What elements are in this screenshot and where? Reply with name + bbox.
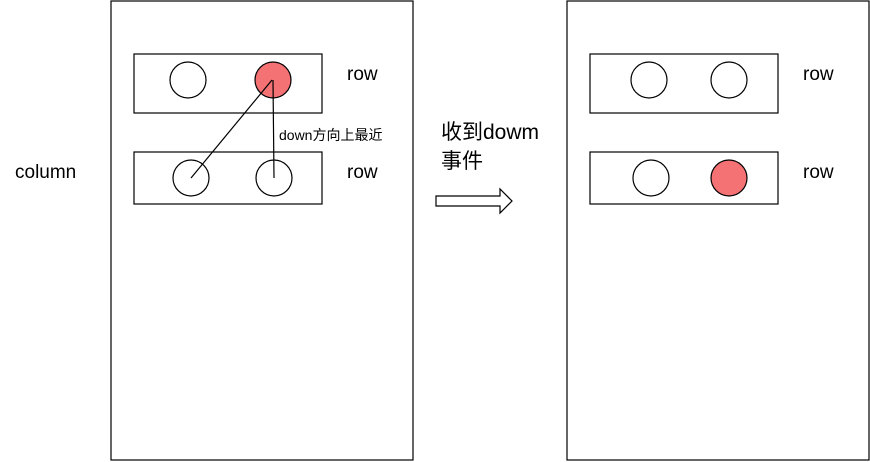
right-row2-item2-focused-circle [710, 159, 748, 197]
left-column-frame [110, 0, 414, 461]
distance-line-vertical [272, 79, 275, 179]
right-row1-item1-circle [630, 61, 668, 99]
right-row1-label: row [803, 64, 834, 85]
right-row2-item1-circle [632, 159, 670, 197]
right-row-1-frame [589, 53, 779, 114]
right-row2-label: row [803, 162, 834, 183]
event-caption-line1: 收到dowm [441, 121, 539, 144]
left-row2-label: row [347, 162, 378, 183]
event-caption-line2: 事件 [441, 150, 483, 173]
right-column-frame [566, 0, 870, 461]
column-label: column [15, 162, 76, 183]
left-row-1-frame [133, 53, 323, 114]
left-row1-label: row [347, 64, 378, 85]
right-row1-item2-circle [710, 61, 748, 99]
nearest-down-annotation: down方向上最近 [279, 127, 382, 143]
left-row-2-frame [133, 151, 323, 205]
transition-arrow-icon [435, 187, 513, 215]
right-row-2-frame [589, 151, 779, 205]
distance-line-diagonal [190, 79, 273, 179]
left-row1-item1-circle [169, 61, 207, 99]
